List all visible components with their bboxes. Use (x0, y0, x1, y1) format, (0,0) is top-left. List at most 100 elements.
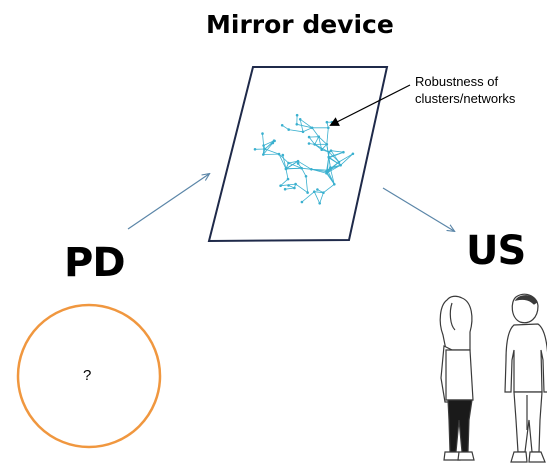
annotation-pointer-arrow (329, 84, 411, 126)
network-edge (314, 191, 324, 194)
network-node (320, 148, 324, 151)
network-edge (262, 133, 264, 146)
network-node (301, 130, 305, 134)
network-edge (285, 167, 302, 170)
network-node (327, 126, 330, 130)
network-node (313, 143, 317, 146)
network-node (333, 183, 336, 186)
network-edge (288, 162, 302, 169)
network-node (318, 202, 322, 205)
network-node (351, 152, 355, 156)
network-node (327, 150, 331, 154)
network-node (313, 190, 316, 193)
pd-circle (16, 303, 162, 449)
circle-question-mark: ? (83, 367, 92, 384)
network-node (273, 139, 276, 143)
network-node (337, 160, 341, 164)
network-node (280, 124, 284, 127)
network-edge (326, 144, 330, 158)
network-edge (323, 183, 335, 194)
network-edge (328, 151, 340, 163)
network-node (262, 153, 265, 156)
annotation-text: Robustness of clusters/networks (415, 73, 515, 107)
network-node (325, 172, 328, 175)
network-node (306, 191, 309, 194)
flow-arrow-mirror-to-us (382, 187, 454, 231)
network-node (296, 159, 300, 163)
network-node (307, 135, 311, 139)
network-node (277, 152, 281, 156)
network-node (287, 161, 290, 165)
network-edge (264, 148, 280, 155)
network-node (298, 118, 302, 121)
network-edge (330, 150, 340, 163)
network-edge (311, 127, 320, 137)
network-node (284, 167, 288, 171)
network-edge (326, 173, 335, 185)
network-edge (330, 169, 335, 185)
network-node (287, 128, 291, 131)
network-edge (318, 136, 323, 150)
network-node (329, 168, 332, 171)
network-node (294, 182, 297, 186)
person-right (504, 293, 547, 463)
mirror-device-frame (207, 66, 389, 243)
network-edge (314, 136, 320, 145)
network-edge (318, 136, 328, 145)
network-edge (308, 136, 316, 145)
diagram-title: Mirror device (206, 10, 394, 39)
pd-label: PD (64, 240, 126, 286)
network-node (325, 143, 329, 146)
network-edge (288, 160, 299, 164)
network-node (287, 184, 290, 187)
network-cluster-icon (253, 113, 355, 205)
network-edge (301, 167, 312, 170)
network-edge (302, 127, 313, 133)
network-edge (262, 142, 274, 155)
network-node (310, 126, 314, 130)
network-edge (285, 168, 289, 180)
network-edge (338, 153, 354, 163)
network-edge (301, 191, 315, 203)
network-node (326, 168, 329, 172)
network-edge (297, 160, 312, 170)
network-edge (328, 151, 344, 159)
network-node (262, 144, 265, 147)
network-edge (311, 168, 328, 171)
network-edge (311, 168, 327, 174)
network-node (307, 142, 311, 145)
network-edge (285, 187, 295, 190)
network-node (296, 162, 300, 165)
network-node (281, 153, 285, 157)
network-node (325, 120, 329, 124)
network-edge (340, 153, 354, 166)
network-edge (330, 164, 341, 170)
network-edge (278, 153, 287, 170)
network-edge (314, 144, 322, 151)
network-node (286, 177, 290, 181)
network-edge (313, 191, 321, 204)
network-edge (282, 155, 287, 170)
network-node (253, 148, 257, 151)
network-node (279, 184, 282, 187)
network-node (271, 141, 275, 145)
network-edge (319, 192, 324, 204)
annotation-line-1: Robustness of (415, 74, 499, 89)
network-edge (301, 168, 307, 177)
network-edge (330, 150, 344, 153)
network-node (330, 120, 334, 124)
network-node (293, 186, 296, 190)
network-node (329, 149, 333, 152)
network-node (322, 191, 325, 194)
network-node (342, 150, 345, 154)
network-node (304, 175, 308, 178)
network-edge (295, 183, 308, 193)
network-node (300, 200, 304, 204)
network-edge (314, 144, 330, 153)
network-node (300, 166, 303, 170)
network-node (295, 123, 299, 126)
network-node (263, 147, 267, 151)
network-node (339, 163, 342, 167)
network-edge (305, 176, 308, 193)
